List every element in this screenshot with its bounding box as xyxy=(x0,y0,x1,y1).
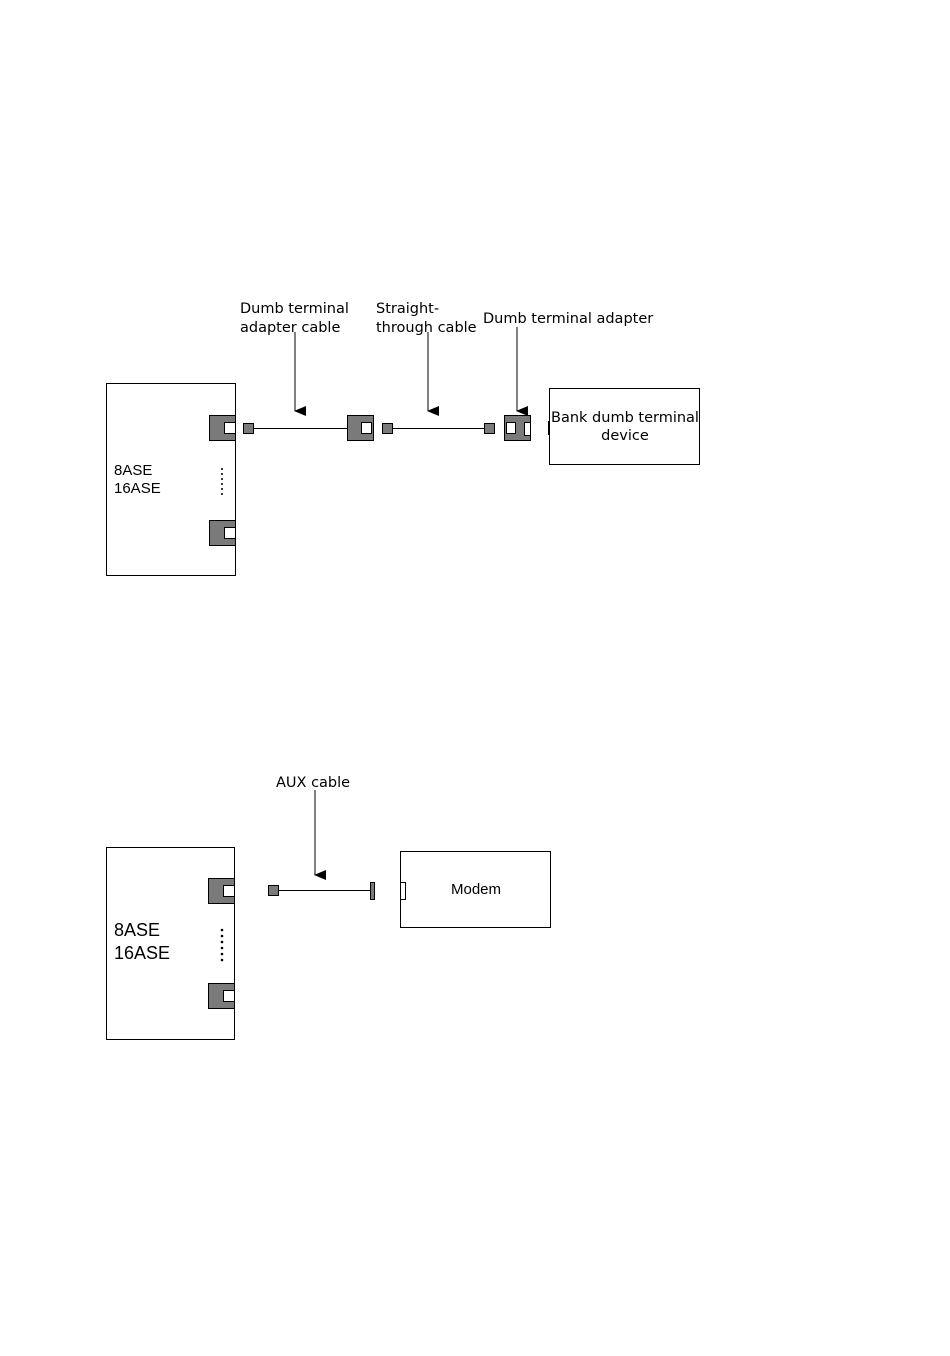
switch-device-name-line1: 8ASE xyxy=(114,920,160,940)
top-diagram: Dumb terminal adapter cable Straight- th… xyxy=(107,301,700,576)
switch-device-name-line1: 8ASE xyxy=(114,462,152,479)
dumb-terminal-adapter xyxy=(505,416,531,441)
straight-cable-label-line2: through cable xyxy=(376,320,477,336)
aux-cable-label: AUX cable xyxy=(276,775,350,791)
modem-port xyxy=(401,883,406,900)
serial-port-bottom xyxy=(210,521,236,546)
switch-device-name-line2: 16ASE xyxy=(114,480,161,497)
adapter-label: Dumb terminal adapter xyxy=(483,311,653,327)
bottom-diagram: AUX cable 8ASE 16ASE xyxy=(107,775,551,1040)
serial-port-top xyxy=(209,879,235,904)
modem-label: Modem xyxy=(451,881,501,898)
straight-through-cable xyxy=(383,424,495,434)
serial-port-bottom xyxy=(209,984,235,1009)
terminal-device-label-line1: Bank dumb terminal xyxy=(551,410,699,426)
serial-port-top xyxy=(210,416,236,441)
adapter-cable xyxy=(244,416,374,441)
adapter-cable-label-line1: Dumb terminal xyxy=(240,301,349,317)
terminal-device-label-line2: device xyxy=(601,428,649,444)
terminal-device-box xyxy=(550,389,700,465)
switch-device-name-line2: 16ASE xyxy=(114,943,170,963)
aux-cable xyxy=(269,883,375,900)
adapter-cable-label-line2: adapter cable xyxy=(240,320,340,336)
straight-cable-label-line1: Straight- xyxy=(376,301,439,317)
